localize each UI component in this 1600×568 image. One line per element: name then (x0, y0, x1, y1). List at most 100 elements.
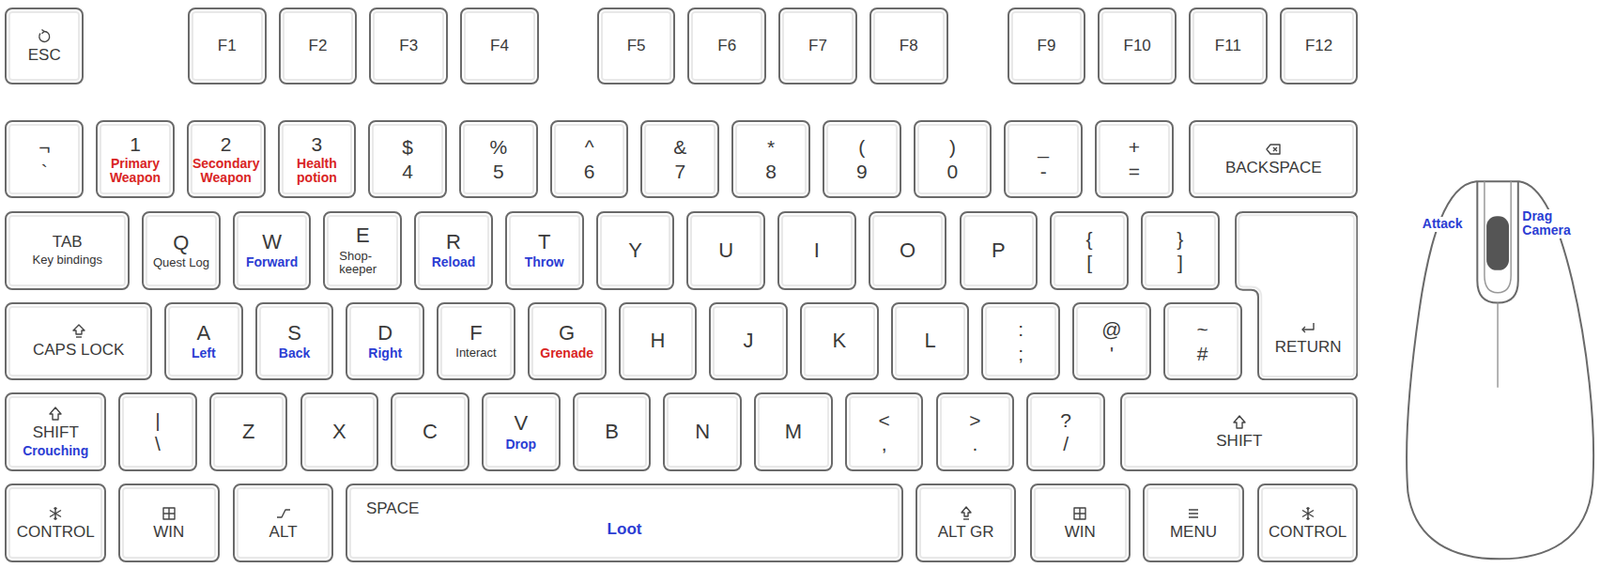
key-label: 4 (401, 160, 414, 183)
key-label: U (718, 239, 734, 262)
key-label: C (422, 420, 438, 444)
key-label: R (446, 230, 462, 254)
key-label: CONTROL (16, 523, 95, 542)
key-label: Attack (1421, 216, 1464, 231)
keyboard-key: SHIFT (1120, 392, 1358, 472)
keyboard-key: WIN (118, 483, 220, 563)
key-label: E (355, 224, 370, 247)
key-label: Throw (524, 255, 565, 270)
key-label: Grenade (539, 346, 594, 361)
keyboard-key: ¬` (4, 120, 84, 199)
key-label: Health potion (283, 156, 352, 186)
key-label: I (814, 239, 820, 262)
keyboard-key: $4 (368, 120, 447, 199)
key-label: B (604, 420, 619, 444)
keyboard-key: RReload (414, 211, 493, 291)
key-label: F4 (490, 37, 509, 56)
keyboard-key: SPACELoot (345, 483, 903, 563)
key-label: : (1017, 318, 1024, 340)
keyboard-key: ESC (4, 7, 84, 86)
key-label: . (971, 432, 978, 455)
keyboard-key: ALT (232, 483, 335, 563)
ret-icon (1299, 320, 1317, 338)
key-label: WIN (1064, 523, 1096, 542)
key-label: 1 (129, 133, 141, 155)
key-label: > (969, 409, 981, 431)
keyboard-key: U (686, 211, 766, 291)
mouse: AttackDrag Camera (1402, 178, 1597, 563)
keyboard-key: >. (936, 392, 1016, 472)
key-label: H (649, 329, 665, 353)
key-label: F6 (717, 37, 737, 56)
keyboard-key: J (708, 302, 788, 382)
keyboard-key: BACKSPACE (1188, 120, 1358, 199)
key-label: 9 (856, 160, 868, 183)
keyboard-key: ?/ (1026, 392, 1106, 472)
key-label: Q (172, 231, 189, 255)
keyboard-key: F2 (278, 7, 358, 86)
key-label: $ (401, 136, 414, 158)
key-label: A (196, 322, 211, 345)
keyboard-key: ALT GR (915, 483, 1017, 563)
keyboard-key: (9 (822, 120, 902, 199)
key-label: SHIFT (32, 424, 79, 443)
key-label: F9 (1037, 37, 1057, 56)
keyboard-key: F6 (687, 7, 767, 86)
key-label: ] (1177, 251, 1184, 274)
key-label: CONTROL (1268, 523, 1347, 542)
key-label: Z (242, 420, 255, 444)
keyboard-key: MENU (1142, 483, 1245, 563)
key-label: ¬ (38, 136, 50, 158)
key-label: Quest Log (153, 256, 210, 270)
key-label: W (261, 230, 282, 254)
key-label: = (1128, 160, 1140, 183)
key-label: Forward (246, 255, 298, 270)
keyboard-key: L (891, 302, 970, 382)
key-label: P (991, 239, 1006, 262)
keyboard-key: WIN (1030, 483, 1132, 563)
key-label: 5 (492, 160, 505, 183)
key-label: ) (949, 136, 956, 158)
keyboard-key: B (572, 392, 652, 472)
key-label: , (881, 432, 888, 455)
key-label: 6 (584, 160, 596, 183)
key-label: F10 (1123, 37, 1152, 56)
key-label: F12 (1305, 37, 1333, 56)
key-label: ALT (269, 523, 298, 542)
key-label: 7 (674, 160, 686, 183)
keyboard-key: += (1094, 120, 1174, 199)
keyboard-key: 1Primary Weapon (95, 120, 175, 199)
keyboard-key: K (800, 302, 879, 382)
key-label: } (1176, 228, 1184, 250)
key-label: M (784, 420, 802, 444)
keyboard-key: F7 (778, 7, 858, 86)
key-label: 2 (220, 133, 232, 155)
key-label: ALT GR (938, 523, 995, 542)
key-label: F7 (808, 37, 828, 56)
alt-icon (275, 505, 293, 523)
keyboard-key: *8 (731, 120, 811, 199)
key-label: < (878, 409, 891, 431)
keyboard-key: {[ (1049, 211, 1129, 291)
key-label: * (767, 136, 775, 158)
key-label: Back (278, 346, 310, 361)
key-label: Primary Weapon (101, 156, 170, 186)
key-label: SPACE (366, 500, 419, 519)
key-label: Y (628, 239, 643, 262)
keyboard-key: CAPS LOCK (4, 302, 152, 382)
key-label: K (831, 329, 847, 353)
keyboard-key: P (959, 211, 1039, 291)
keyboard-key: 2Secondary Weapon (186, 120, 266, 199)
keyboard-key: %5 (459, 120, 539, 199)
keyboard-key: DRight (345, 302, 425, 382)
esc-icon (35, 28, 53, 46)
altgr-icon (957, 505, 975, 523)
keyboard-key: F12 (1279, 7, 1359, 86)
key-label: F5 (627, 37, 647, 56)
key-label: & (673, 136, 687, 158)
key-label: D (377, 322, 393, 345)
keyboard-key: @' (1072, 302, 1152, 382)
menu-icon (1184, 505, 1202, 523)
key-label: Shop- keeper (338, 249, 386, 277)
key-label: TAB (52, 233, 83, 252)
